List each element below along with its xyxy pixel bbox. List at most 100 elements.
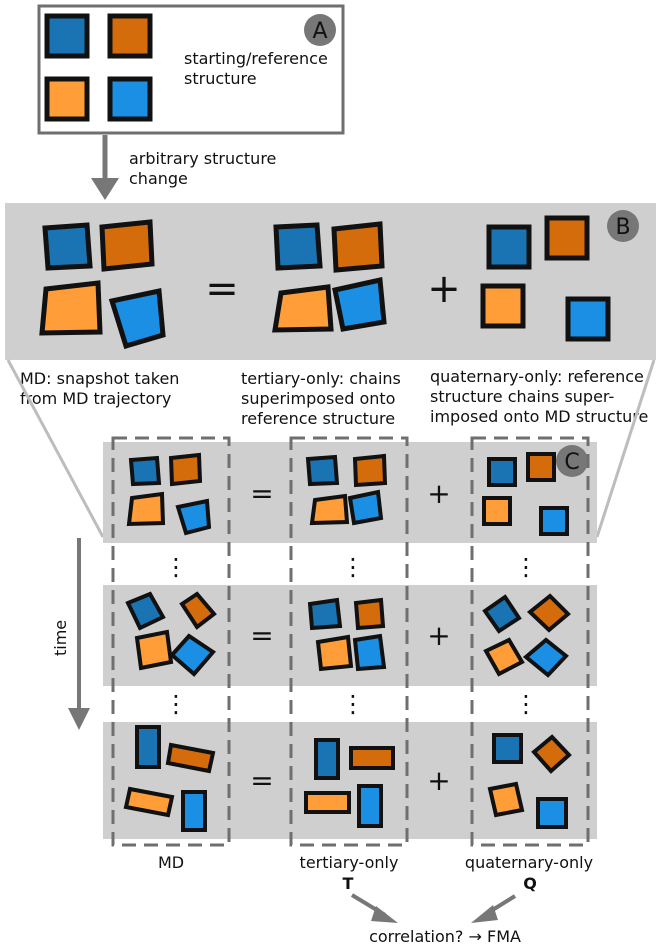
panel-c-badge — [556, 445, 588, 477]
row2-quaternary-chain-dark-orange — [526, 593, 571, 633]
row3-tertiary-chain-light-orange — [304, 791, 351, 814]
row2-equals: = — [250, 619, 273, 652]
row3-equals: = — [250, 764, 273, 797]
panel-a: starting/reference structure A — [37, 4, 345, 135]
row3-quaternary-chain-light-orange — [487, 781, 525, 818]
row3-md-chain-dark-blue — [135, 725, 161, 769]
row2-quaternary-chain-bright-blue — [522, 637, 569, 678]
row3-quaternary-chain-bright-blue — [536, 797, 568, 829]
row2-tertiary-structure — [307, 597, 387, 672]
tertiary-caption-line3: reference structure — [241, 409, 395, 428]
reference-chain-dark-blue — [44, 13, 90, 59]
md-caption-line2: from MD trajectory — [20, 389, 171, 408]
quaternary-arrowhead — [471, 905, 498, 923]
panel-b-badge — [607, 210, 639, 242]
row1-quaternary-chain-dark-orange — [526, 452, 556, 482]
panel-a-frame — [37, 4, 345, 135]
panel-c-row-2 — [103, 585, 597, 686]
row1-equals: = — [250, 477, 273, 510]
tertiary-column-label: tertiary-only — [300, 853, 399, 872]
panel-b-tertiary-structure — [272, 221, 387, 333]
row2-md-structure — [125, 591, 217, 677]
tertiary-chain-bright-blue — [332, 276, 387, 332]
row2-tertiary-chain-dark-orange — [353, 597, 386, 631]
ellipsis-md-1: ⋮ — [164, 553, 188, 581]
time-label: time — [51, 620, 70, 656]
quaternary-symbol: Q — [523, 874, 537, 893]
row3-plus: + — [427, 764, 450, 797]
row3-md-chain-light-orange — [123, 786, 175, 818]
row1-md-structure — [126, 452, 212, 536]
panel-b-captions: MD: snapshot taken from MD trajectory te… — [20, 367, 648, 428]
row3-tertiary-chain-bright-blue — [357, 784, 383, 828]
panel-a-badge — [304, 14, 336, 46]
ellipsis-md-2: ⋮ — [164, 690, 188, 718]
row1-quaternary-structure — [482, 452, 569, 536]
panel-c: C = + ⋮ ⋮ ⋮ — [103, 436, 597, 847]
zoom-line-right — [595, 359, 656, 538]
panel-b-plus: + — [427, 266, 461, 312]
tertiary-chain-dark-blue — [273, 222, 323, 271]
row2-quaternary-chain-dark-blue — [482, 594, 522, 634]
md-chain-dark-blue — [42, 222, 93, 271]
row1-md-chain-dark-orange — [168, 452, 203, 487]
panel-b: B = + — [5, 203, 656, 360]
row1-tertiary-chain-bright-blue — [347, 489, 384, 526]
reference-chain-bright-blue — [107, 76, 153, 122]
panel-b-badge-label: B — [615, 215, 630, 240]
row1-quaternary-chain-bright-blue — [539, 506, 569, 536]
quaternary-chain-bright-blue — [565, 296, 611, 342]
panel-a-badge-label: A — [312, 19, 327, 44]
row1-md-chain-light-orange — [126, 491, 166, 527]
panel-b-equals: = — [205, 266, 239, 312]
zoom-line-left — [6, 359, 105, 538]
row3-quaternary-structure — [487, 733, 572, 829]
row2-tertiary-chain-bright-blue — [352, 633, 387, 672]
row2-quaternary-chain-light-orange — [483, 637, 525, 677]
row2-md-chain-bright-blue — [169, 633, 216, 677]
md-column-frame — [111, 436, 231, 847]
quaternary-column-label: quaternary-only — [465, 853, 593, 872]
tertiary-column-frame — [289, 436, 409, 847]
row1-quaternary-chain-dark-blue — [487, 457, 517, 487]
row1-md-chain-dark-blue — [128, 455, 162, 487]
correlation-result: correlation? → FMA — [369, 927, 521, 946]
row1-tertiary-structure — [305, 453, 388, 526]
quaternary-caption-line1: quaternary-only: reference — [430, 367, 644, 386]
tertiary-caption-line1: tertiary-only: chains — [241, 369, 401, 388]
time-arrowhead — [68, 708, 90, 730]
reference-chain-dark-orange — [107, 13, 153, 59]
row3-tertiary-chain-dark-blue — [314, 738, 340, 780]
ellipsis-tertiary-2: ⋮ — [341, 690, 365, 718]
quaternary-chain-dark-blue — [486, 224, 532, 270]
change-label-line1: arbitrary structure — [129, 149, 276, 168]
structure-change-arrowhead — [91, 178, 119, 200]
ellipsis-tertiary-1: ⋮ — [341, 553, 365, 581]
quaternary-chain-dark-orange — [544, 215, 590, 261]
row1-plus: + — [427, 477, 450, 510]
row2-tertiary-chain-dark-blue — [307, 597, 343, 631]
ellipsis-quaternary-1: ⋮ — [514, 553, 538, 581]
row2-quaternary-structure — [482, 593, 571, 678]
quaternary-column-frame — [470, 436, 590, 847]
md-chain-dark-orange — [99, 219, 155, 272]
change-label-line2: change — [129, 169, 188, 188]
row1-tertiary-chain-dark-orange — [352, 453, 388, 488]
row1-tertiary-chain-light-orange — [309, 493, 350, 526]
md-chain-bright-blue — [108, 287, 166, 350]
row2-md-chain-light-orange — [134, 629, 174, 671]
panel-c-badge-label: C — [564, 450, 579, 475]
tertiary-chain-dark-orange — [331, 221, 385, 273]
panel-a-caption-line2: structure — [184, 69, 257, 88]
quaternary-chain-light-orange — [480, 283, 526, 329]
panel-a-caption-line1: starting/reference — [184, 49, 328, 68]
tertiary-caption-line2: superimposed onto — [241, 389, 395, 408]
tertiary-chain-light-orange — [272, 284, 334, 333]
row3-md-chain-dark-orange — [165, 742, 216, 774]
row2-plus: + — [427, 619, 450, 652]
ellipsis-quaternary-2: ⋮ — [514, 690, 538, 718]
row2-md-chain-dark-blue — [125, 591, 166, 631]
row3-tertiary-structure — [304, 738, 395, 828]
row1-tertiary-chain-dark-blue — [305, 454, 340, 487]
row3-md-chain-bright-blue — [181, 790, 207, 832]
